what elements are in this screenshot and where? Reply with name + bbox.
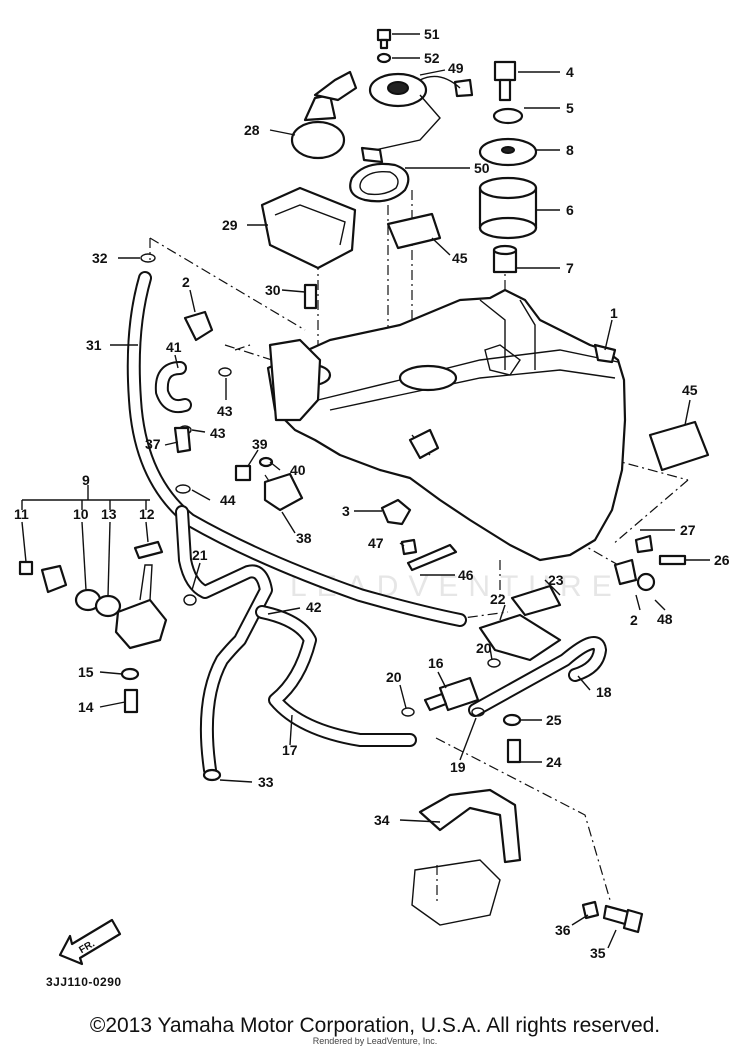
callout-37: 37 (145, 436, 161, 452)
callout-42: 42 (306, 599, 322, 615)
callout-3: 3 (342, 503, 350, 519)
callout-2-top: 2 (182, 274, 190, 290)
callout-52: 52 (424, 50, 440, 66)
callout-23: 23 (548, 572, 564, 588)
callout-48: 48 (657, 611, 673, 627)
callout-31: 31 (86, 337, 102, 353)
callout-50: 50 (474, 160, 490, 176)
copyright-text: ©2013 Yamaha Motor Corporation, U.S.A. A… (89, 1014, 661, 1037)
callout-7: 7 (566, 260, 574, 276)
callout-2-bottom: 2 (630, 612, 638, 628)
callouts: 51 52 49 4 5 28 8 50 6 29 45 7 32 2 30 1… (14, 26, 730, 961)
callout-17: 17 (282, 742, 298, 758)
callout-27: 27 (680, 522, 696, 538)
callout-6: 6 (566, 202, 574, 218)
callout-20-lower: 20 (386, 669, 402, 685)
fuel-hoses (126, 271, 607, 777)
callout-18: 18 (596, 684, 612, 700)
callout-8: 8 (566, 142, 574, 158)
callout-15: 15 (78, 664, 94, 680)
callout-4: 4 (566, 64, 574, 80)
fuel-tank (266, 288, 627, 562)
callout-41: 41 (166, 339, 182, 355)
callout-12: 12 (139, 506, 155, 522)
callout-10: 10 (73, 506, 89, 522)
callout-24: 24 (546, 754, 562, 770)
callout-11: 11 (14, 506, 29, 522)
callout-39: 39 (252, 436, 268, 452)
callout-38: 38 (296, 530, 312, 546)
callout-21: 21 (192, 547, 208, 563)
callout-36: 36 (555, 922, 571, 938)
callout-5: 5 (566, 100, 574, 116)
callout-22: 22 (490, 591, 506, 607)
callout-47: 47 (368, 535, 384, 551)
callout-43-upper: 43 (217, 403, 233, 419)
callout-16: 16 (428, 655, 444, 671)
rendered-by-text: Rendered by LeadVenture, Inc. (312, 1036, 438, 1046)
callout-13: 13 (101, 506, 117, 522)
callout-45-right: 45 (682, 382, 698, 398)
small-parts (18, 28, 710, 934)
callout-28: 28 (244, 122, 260, 138)
callout-44: 44 (220, 492, 236, 508)
leader-lines (21, 33, 710, 949)
callout-43-lower: 43 (210, 425, 226, 441)
callout-26: 26 (714, 552, 730, 568)
callout-32: 32 (92, 250, 108, 266)
callout-49: 49 (448, 60, 464, 76)
callout-40: 40 (290, 462, 306, 478)
callout-46: 46 (458, 567, 474, 583)
callout-9: 9 (82, 472, 90, 488)
callout-30: 30 (265, 282, 281, 298)
callout-29: 29 (222, 217, 238, 233)
diagram-code: 3JJ110-0290 (46, 975, 122, 989)
callout-34: 34 (374, 812, 390, 828)
callout-51: 51 (424, 26, 440, 42)
callout-1: 1 (610, 305, 618, 321)
callout-25: 25 (546, 712, 562, 728)
callout-19: 19 (450, 759, 466, 775)
callout-45-top: 45 (452, 250, 468, 266)
callout-35: 35 (590, 945, 606, 961)
callout-20-upper: 20 (476, 640, 492, 656)
front-arrow-icon: FR. (58, 918, 122, 966)
callout-33: 33 (258, 774, 274, 790)
callout-14: 14 (78, 699, 94, 715)
